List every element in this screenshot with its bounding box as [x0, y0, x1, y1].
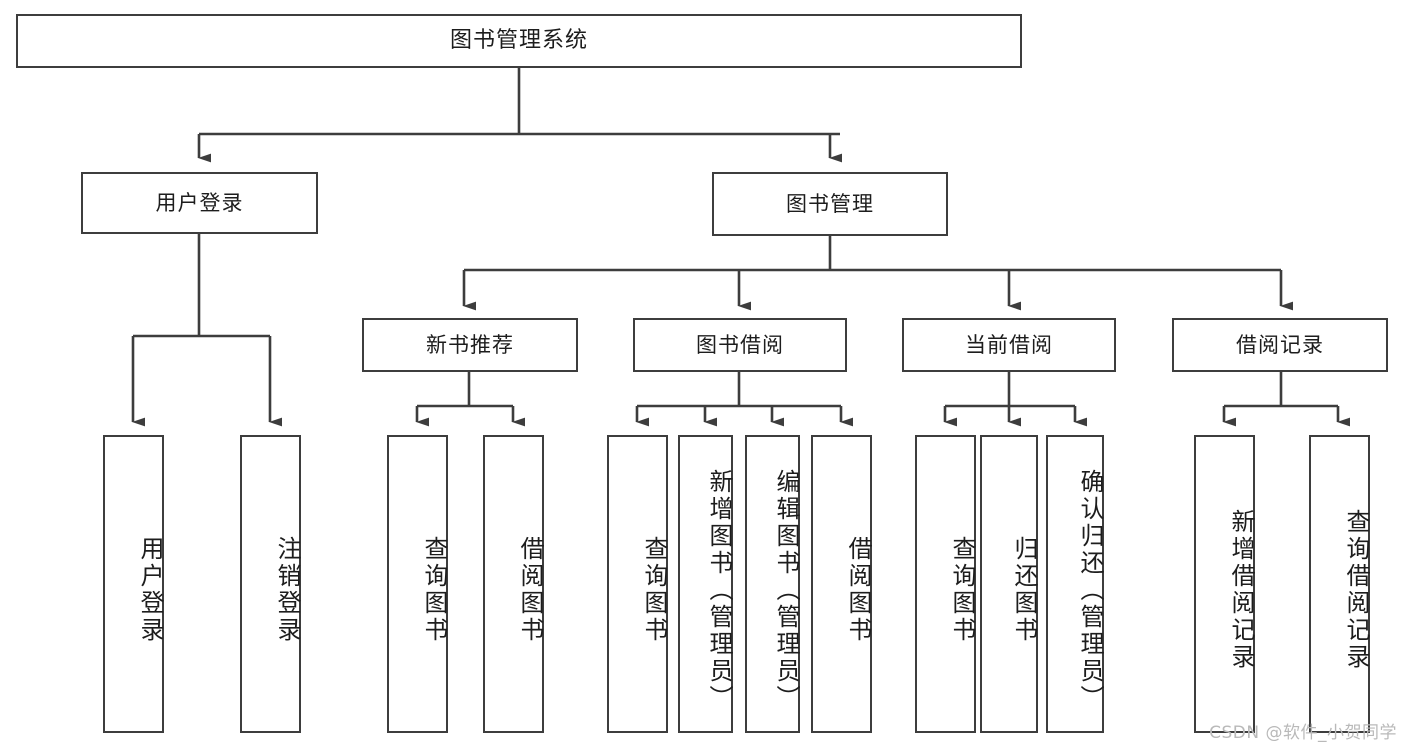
leaf-book-borrow-query[interactable]: 查询图书: [607, 435, 668, 733]
leaf-book-borrow-add[interactable]: 新增图书（管理员）: [678, 435, 733, 733]
leaf-current-borrow-return[interactable]: 归还图书: [980, 435, 1038, 733]
node-user-login[interactable]: 用户登录: [81, 172, 318, 234]
leaf-new-book-query[interactable]: 查询图书: [387, 435, 448, 733]
node-label: 查询图书: [420, 536, 448, 644]
node-current-borrow[interactable]: 当前借阅: [902, 318, 1116, 372]
node-label: 图书借阅: [696, 332, 784, 357]
node-book-borrow[interactable]: 图书借阅: [633, 318, 847, 372]
leaf-current-borrow-query[interactable]: 查询图书: [915, 435, 976, 733]
node-label: 借阅图书: [844, 536, 872, 644]
node-label: 当前借阅: [965, 332, 1053, 357]
leaf-current-borrow-confirm-return[interactable]: 确认归还（管理员）: [1046, 435, 1104, 733]
leaf-book-borrow-edit[interactable]: 编辑图书（管理员）: [745, 435, 800, 733]
node-label: 注销登录: [273, 536, 301, 644]
node-label: 借阅记录: [1236, 332, 1324, 357]
node-label: 用户登录: [155, 190, 244, 215]
node-label: 查询图书: [640, 536, 668, 644]
node-new-book-recommend[interactable]: 新书推荐: [362, 318, 578, 372]
leaf-borrow-record-add[interactable]: 新增借阅记录: [1194, 435, 1255, 733]
leaf-new-book-borrow[interactable]: 借阅图书: [483, 435, 544, 733]
leaf-borrow-record-query[interactable]: 查询借阅记录: [1309, 435, 1370, 733]
csdn-watermark: CSDN @软件_小贺同学: [1209, 723, 1397, 743]
node-label: 查询借阅记录: [1342, 509, 1370, 671]
node-root-图书管理系统[interactable]: 图书管理系统: [16, 14, 1022, 68]
node-borrow-record[interactable]: 借阅记录: [1172, 318, 1388, 372]
leaf-book-borrow-borrow[interactable]: 借阅图书: [811, 435, 872, 733]
node-label: 新书推荐: [426, 332, 514, 357]
leaf-user-login-login[interactable]: 用户登录: [103, 435, 164, 733]
node-label: 确认归还（管理员）: [1076, 468, 1104, 712]
node-label: 新增借阅记录: [1227, 509, 1255, 671]
node-label: 归还图书: [1010, 536, 1038, 644]
node-label: 查询图书: [948, 536, 976, 644]
node-label: 图书管理: [786, 191, 874, 216]
node-book-management[interactable]: 图书管理: [712, 172, 948, 236]
node-label: 图书管理系统: [449, 28, 588, 54]
node-label: 编辑图书（管理员）: [772, 468, 800, 712]
node-label: 用户登录: [136, 536, 164, 644]
leaf-user-login-logout[interactable]: 注销登录: [240, 435, 301, 733]
node-label: 新增图书（管理员）: [705, 468, 733, 712]
node-label: 借阅图书: [516, 536, 544, 644]
